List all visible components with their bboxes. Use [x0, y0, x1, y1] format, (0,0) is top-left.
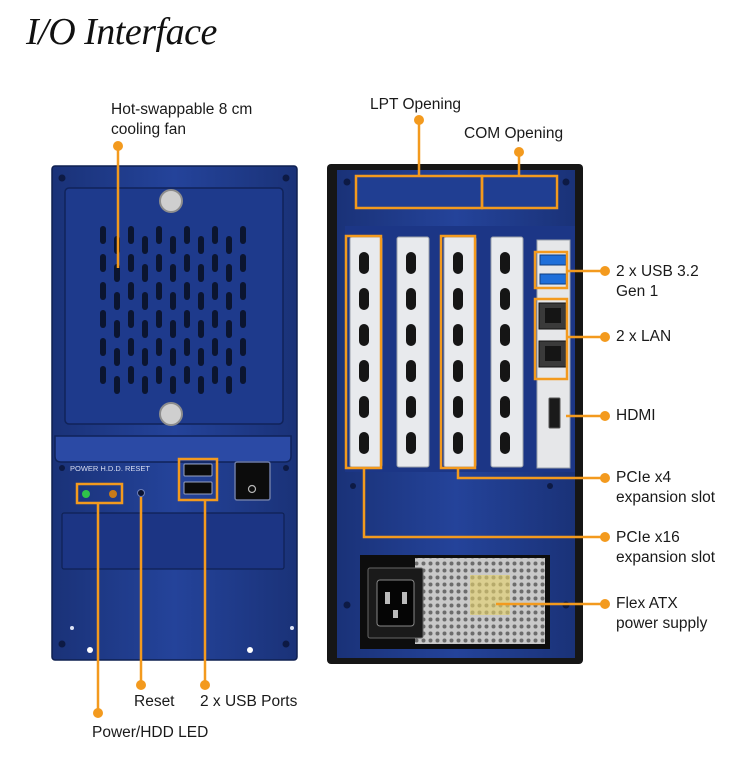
power-led [82, 490, 90, 498]
front-usb-port-2 [183, 481, 213, 495]
front-usb-port-1 [183, 463, 213, 477]
label-lpt-opening: LPT Opening [370, 96, 462, 113]
reset-button-hole [137, 489, 145, 497]
label-usb-ports: 2 x USB Ports [200, 693, 298, 710]
front-lower-bay [61, 512, 285, 570]
hdmi-port [548, 397, 561, 429]
rear-top-openings-area [355, 175, 557, 209]
label-lan: 2 x LAN [616, 328, 672, 345]
label-hdmi: HDMI [616, 407, 656, 424]
label-reset: Reset [134, 693, 175, 710]
callouts [75, 115, 610, 718]
hdd-led [109, 490, 117, 498]
front-handle [54, 435, 292, 463]
fan-thumbscrew-bottom [159, 402, 183, 426]
front-chassis: POWER H.D.D. RESET [51, 165, 298, 661]
usb32-port-2 [539, 273, 567, 285]
power-switch [234, 461, 271, 501]
front-led-labels: POWER H.D.D. RESET [70, 464, 150, 473]
fan-thumbscrew-top [159, 189, 183, 213]
label-power-hdd-led: Power/HDD LED [92, 724, 209, 741]
label-com-opening: COM Opening [464, 125, 564, 142]
fan-vent-slots [100, 226, 246, 394]
rear-chassis [327, 164, 583, 664]
page-title: I/O Interface [26, 11, 217, 53]
usb32-port-1 [539, 254, 567, 266]
